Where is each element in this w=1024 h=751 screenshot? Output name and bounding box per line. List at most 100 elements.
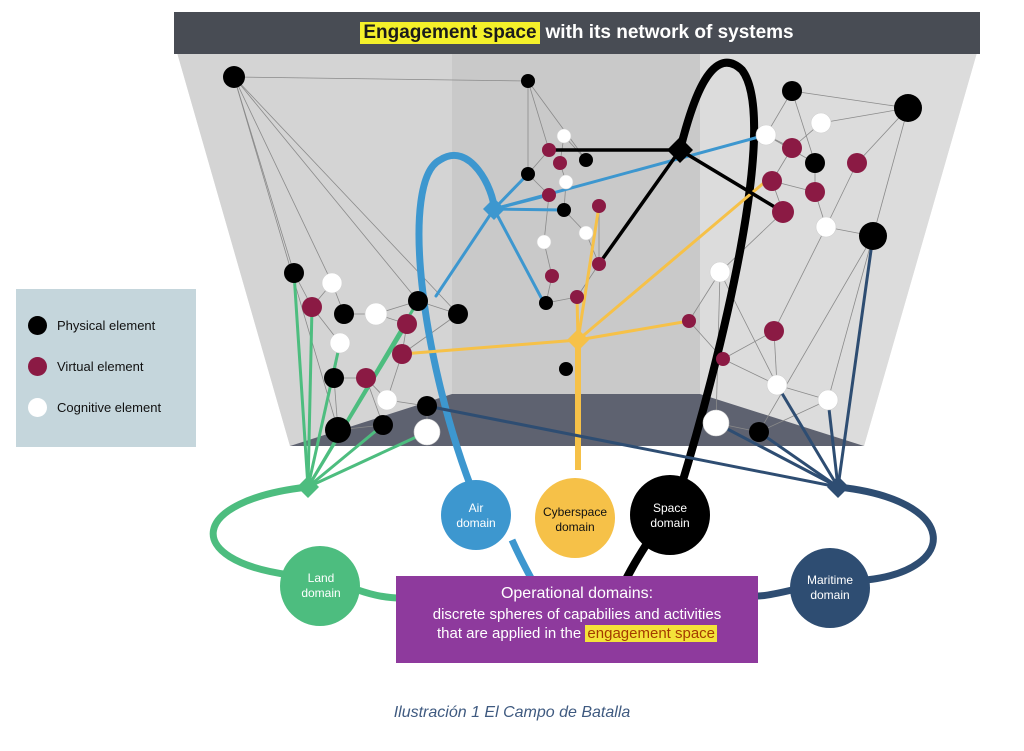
cyber-link-2 [576,319,691,342]
maritime-link-1 [775,383,840,489]
land-link-4 [306,430,429,489]
virtual-node-12 [847,153,867,173]
virtual-node-16 [805,182,825,202]
air-domain-label: Air domain [456,501,496,530]
virtual-node-20 [772,201,794,223]
virtual-element-icon [28,357,47,376]
maritime-hub [827,476,849,498]
virtual-node-26 [545,269,559,283]
cognitive-node-4 [810,112,832,134]
virtual-node-10 [782,138,802,158]
network-link-64 [233,76,529,82]
title-highlight: Engagement space [360,22,540,44]
air-link-0 [492,172,530,211]
land-domain-loop [209,483,309,579]
callout-line-2-prefix: that are applied in the [436,625,582,642]
physical-node-48 [417,396,437,416]
callout-body: discrete spheres of capabilies and activ… [396,605,758,643]
air-domain-loop [415,151,498,502]
space-domain-loop [676,58,759,492]
network-link-7 [527,80,587,161]
cognitive-node-14 [558,174,574,190]
land-domain-label: Land domain [301,571,341,600]
domain-hubs [297,137,849,498]
physical-node-18 [557,203,571,217]
network-link-26 [543,194,550,243]
cognitive-node-53 [702,409,730,437]
cognitive-node-21 [815,216,837,238]
physical-node-34 [334,304,354,324]
physical-node-0 [223,66,245,88]
legend-label-physical: Physical element [57,318,156,333]
air-link-3 [492,207,546,305]
network-link-4 [233,76,333,284]
cognitive-element-icon [28,398,47,417]
maritime-link-3 [757,430,840,489]
cognitive-node-52 [413,418,441,446]
virtual-node-33 [302,297,322,317]
physical-node-43 [559,362,573,376]
maritime-link-5 [425,404,840,489]
virtual-node-30 [570,290,584,304]
cognitive-node-35 [364,302,388,326]
land-link-2 [306,341,342,489]
physical-node-51 [373,415,393,435]
title-rest: with its network of systems [545,22,794,43]
legend-label-cognitive: Cognitive element [57,400,162,415]
virtual-node-39 [764,321,784,341]
land-domain-circle [280,546,360,626]
air-hub [483,198,505,220]
physical-node-11 [805,153,825,173]
room-left-wall [174,42,452,446]
callout-line-2: that are applied in the engagement space [396,624,758,643]
legend-item-physical: Physical element [28,316,155,335]
virtual-node-42 [716,352,730,366]
cognitive-node-6 [556,128,572,144]
legend-label-virtual: Virtual element [57,359,144,374]
land-link-1 [306,305,314,489]
operational-domains-callout: Operational domains: discrete spheres of… [396,576,758,663]
air-link-4 [434,207,496,298]
network-link-1 [233,76,419,302]
land-link-3 [306,423,385,489]
network-link-12 [872,107,909,237]
maritime-domain-circle [790,548,870,628]
room-back-wall [452,54,700,394]
physical-node-44 [324,368,344,388]
network-links [233,76,909,433]
network-link-31 [773,226,827,332]
physical-node-50 [325,417,351,443]
physical-node-54 [749,422,769,442]
land-link-6 [306,322,409,489]
virtual-node-37 [397,314,417,334]
virtual-node-17 [542,188,556,202]
network-link-2 [233,76,339,431]
land-hub [297,476,319,498]
network-link-29 [719,211,784,273]
virtual-node-45 [356,368,376,388]
physical-node-13 [521,167,535,181]
network-link-9 [791,90,816,164]
virtual-node-15 [762,171,782,191]
physical-node-1 [521,74,535,88]
cognitive-node-27 [709,261,731,283]
maritime-link-4 [714,421,840,489]
physical-element-icon [28,316,47,335]
network-link-61 [758,235,874,433]
physical-node-2 [782,81,802,101]
air-domain-circle [441,480,511,550]
physical-node-3 [894,94,922,122]
maritime-domain-tail [757,586,793,600]
physical-node-22 [859,222,887,250]
cyberspace-domain-label: Cyberspace domain [542,505,608,534]
physical-node-32 [408,291,428,311]
cyber-link-3 [576,179,768,342]
callout-highlight: engagement space [585,625,718,642]
cognitive-node-24 [536,234,552,250]
network-nodes [223,66,922,446]
network-link-32 [827,235,874,401]
maritime-link-0 [836,234,875,489]
virtual-node-7 [542,143,556,157]
physical-node-36 [448,304,468,324]
